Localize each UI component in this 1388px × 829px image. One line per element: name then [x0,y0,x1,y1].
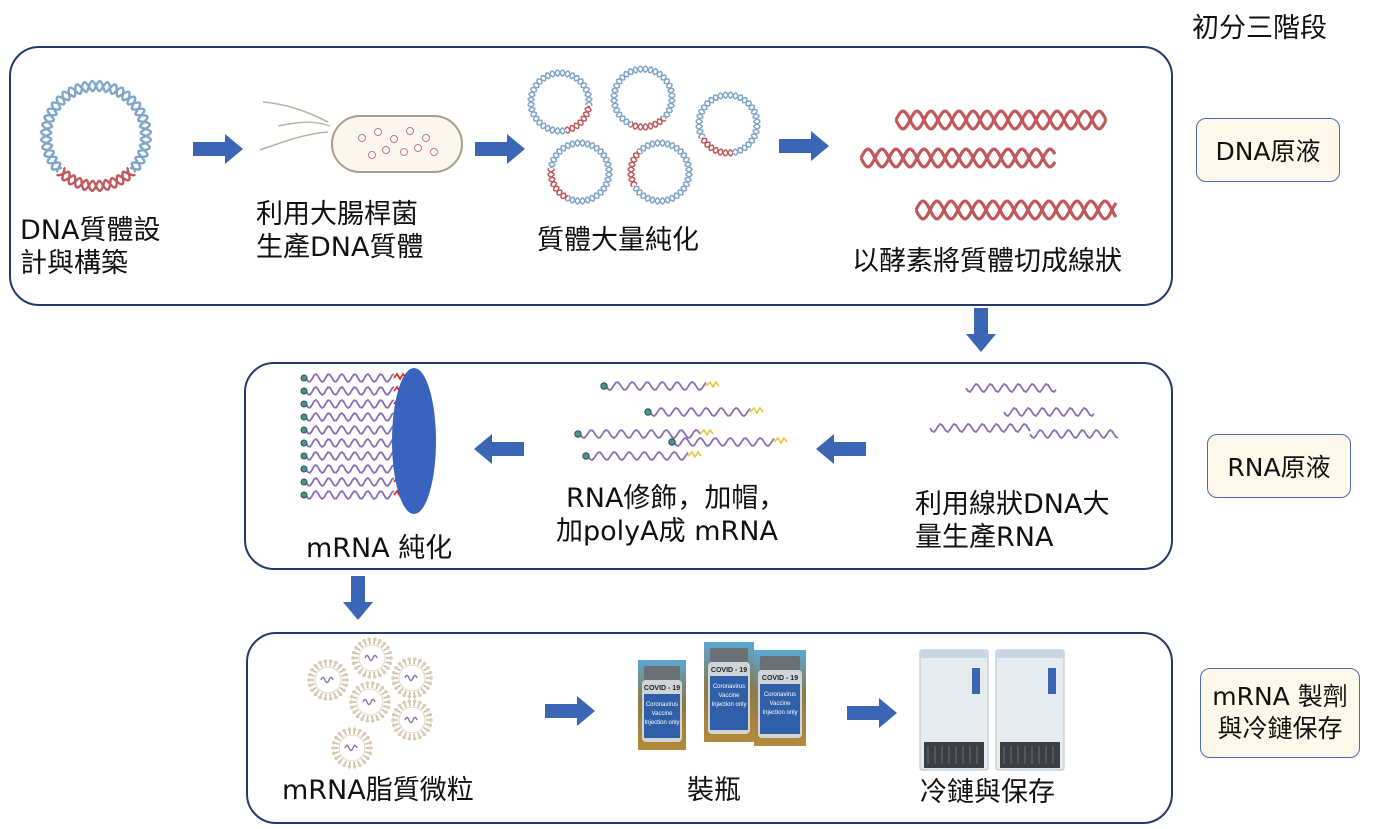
arrow-right-icon [475,134,525,164]
svg-text:Injection only: Injection only [644,720,679,726]
svg-text:Coronavirus: Coronavirus [764,692,796,698]
rna-step1-label: 利用線狀DNA大量生產RNA [915,489,1110,553]
rna-step3-label: mRNA 純化 [306,533,453,564]
stage-heading: 初分三階段 [1192,13,1327,44]
linear-dna-icon [859,109,1118,221]
rna-step2-label: RNA修飾，加帽，加polyA成 mRNA [556,483,786,547]
svg-text:Vaccine: Vaccine [770,701,792,707]
plasmid-design-icon [39,79,153,193]
svg-text:Vaccine: Vaccine [652,711,674,717]
purified-plasmids-icon [527,65,761,205]
svg-text:Injection only: Injection only [711,702,746,708]
svg-text:Coronavirus: Coronavirus [646,702,678,708]
arrow-left-icon [816,434,866,464]
svg-text:COVID - 19: COVID - 19 [762,675,798,682]
dna-step1-label: DNA質體設計與構築 [20,215,161,279]
e-coli-bacterium-icon [259,101,463,173]
capped-mrna-icon [574,380,788,462]
arrow-right-icon [847,698,897,728]
stage-dna-box: DNA原液 [1196,118,1340,182]
dna-step3-label: 質體大量純化 [537,225,699,256]
arrow-down-icon [966,308,996,352]
svg-text:COVID - 19: COVID - 19 [644,685,680,692]
formulation-step3-label: 冷鏈與保存 [920,777,1055,808]
svg-text:Injection only: Injection only [762,710,797,716]
arrow-left-icon [474,434,524,464]
arrow-right-icon [779,131,829,161]
freezer-icon [919,649,1065,771]
formulation-step2-label: 裝瓶 [687,775,741,806]
dna-step4-label: 以酵素將質體切成線狀 [852,246,1122,277]
arrow-down-icon [343,576,373,620]
stage-rna-box: RNA原液 [1207,434,1351,498]
stage-formulation-box: mRNA 製劑與冷鏈保存 [1200,668,1360,758]
formulation-step1-label: mRNA脂質微粒 [282,775,474,806]
dna-stage-panel [9,46,1173,306]
arrow-right-icon [545,696,595,726]
dna-step2-label: 利用大腸桿菌生產DNA質體 [256,199,424,263]
svg-text:Vaccine: Vaccine [719,693,741,699]
arrow-right-icon [193,134,243,164]
lipid-nanoparticles-icon [307,637,433,769]
svg-text:Coronavirus: Coronavirus [713,684,745,690]
svg-text:COVID - 19: COVID - 19 [711,667,747,674]
mrna-purification-icon [300,368,436,514]
rna-transcripts-icon [929,383,1119,439]
